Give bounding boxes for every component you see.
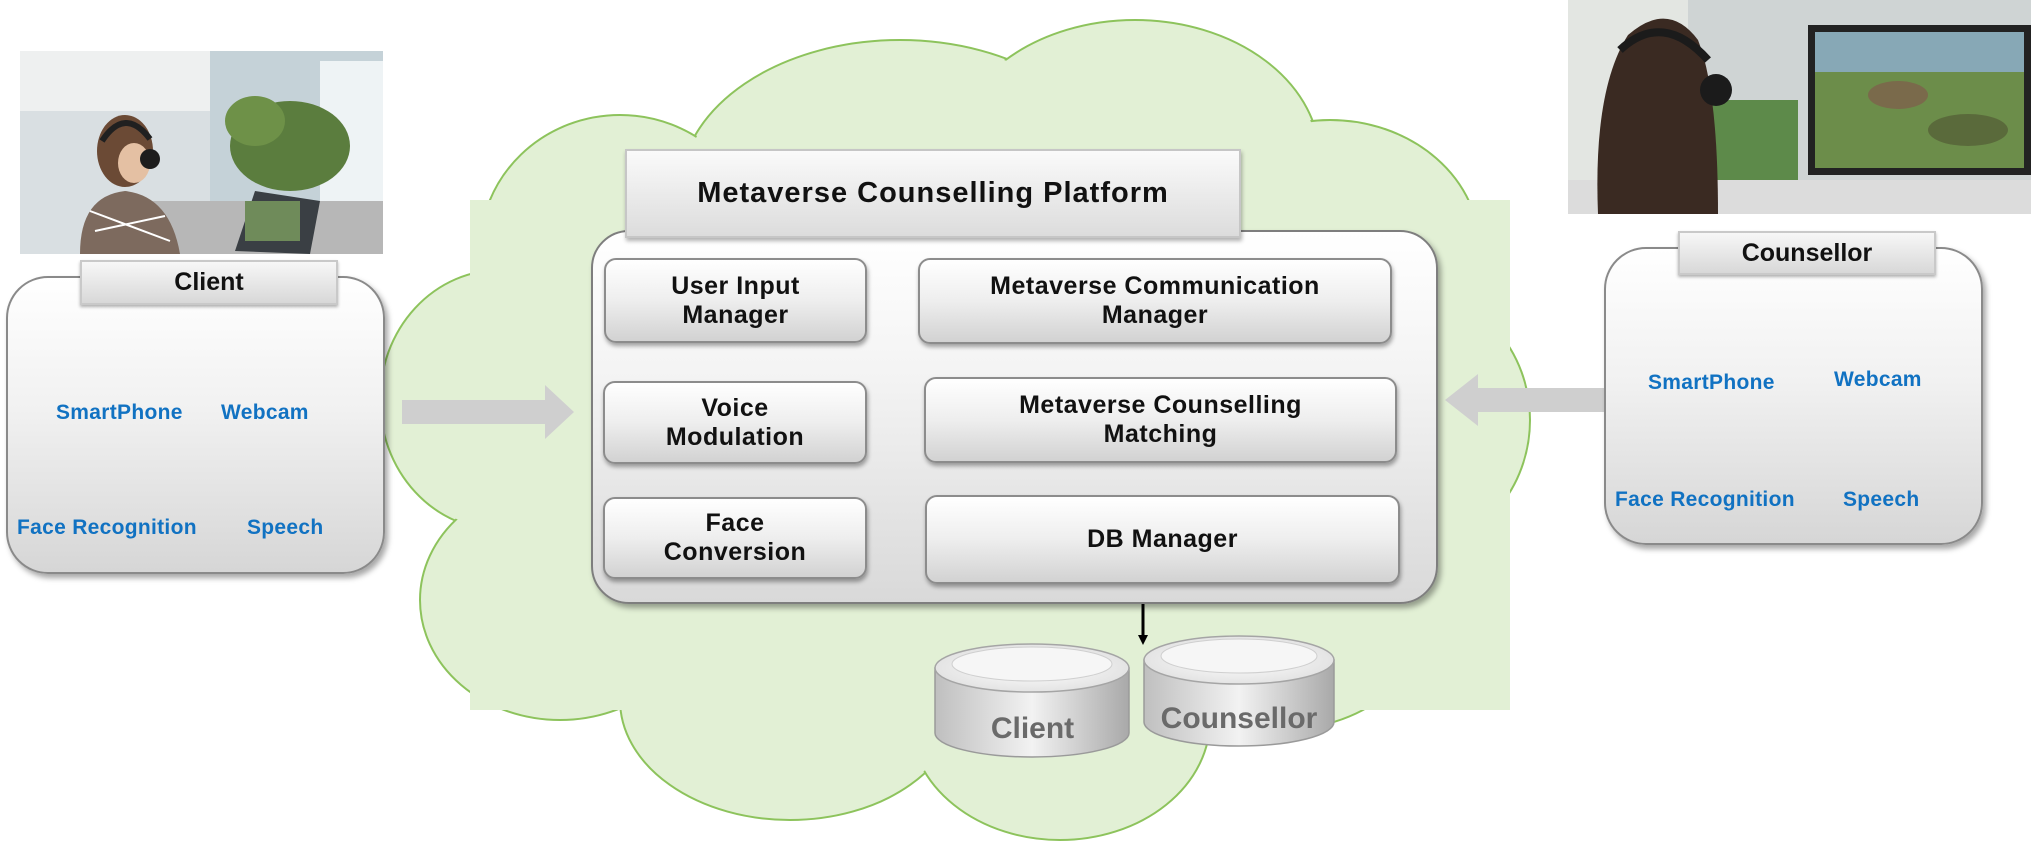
counsellor-face-recognition-label: Face Recognition bbox=[1615, 488, 1795, 511]
counsellor-speech-label: Speech bbox=[1843, 488, 1920, 511]
module-communication-manager: Metaverse Communication Manager bbox=[918, 258, 1392, 344]
module-user-input-manager: User Input Manager bbox=[604, 258, 867, 343]
module-voice-modulation: Voice Modulation bbox=[603, 381, 867, 464]
client-db-label: Client bbox=[990, 712, 1075, 745]
module-face-conversion: Face Conversion bbox=[603, 497, 867, 579]
client-to-platform-arrow bbox=[402, 385, 574, 439]
client-db-cylinder bbox=[934, 643, 1130, 758]
counsellor-photo bbox=[1568, 0, 2031, 214]
client-photo bbox=[20, 51, 383, 254]
client-smartphone-label: SmartPhone bbox=[56, 401, 183, 424]
counsellor-db-cylinder bbox=[1143, 635, 1335, 747]
counsellor-to-platform-arrow bbox=[1445, 374, 1617, 426]
client-panel-title: Client bbox=[80, 260, 338, 305]
client-speech-label: Speech bbox=[247, 516, 324, 539]
module-db-manager: DB Manager bbox=[925, 495, 1400, 584]
counsellor-smartphone-label: SmartPhone bbox=[1648, 371, 1775, 394]
counsellor-panel-title: Counsellor bbox=[1678, 231, 1936, 275]
module-counselling-matching: Metaverse Counselling Matching bbox=[924, 377, 1397, 463]
counsellor-webcam-label: Webcam bbox=[1834, 368, 1922, 391]
platform-title: Metaverse Counselling Platform bbox=[625, 149, 1241, 238]
client-panel bbox=[6, 276, 385, 574]
client-face-recognition-label: Face Recognition bbox=[17, 516, 197, 539]
client-webcam-label: Webcam bbox=[221, 401, 309, 424]
counsellor-db-label: Counsellor bbox=[1160, 702, 1318, 735]
